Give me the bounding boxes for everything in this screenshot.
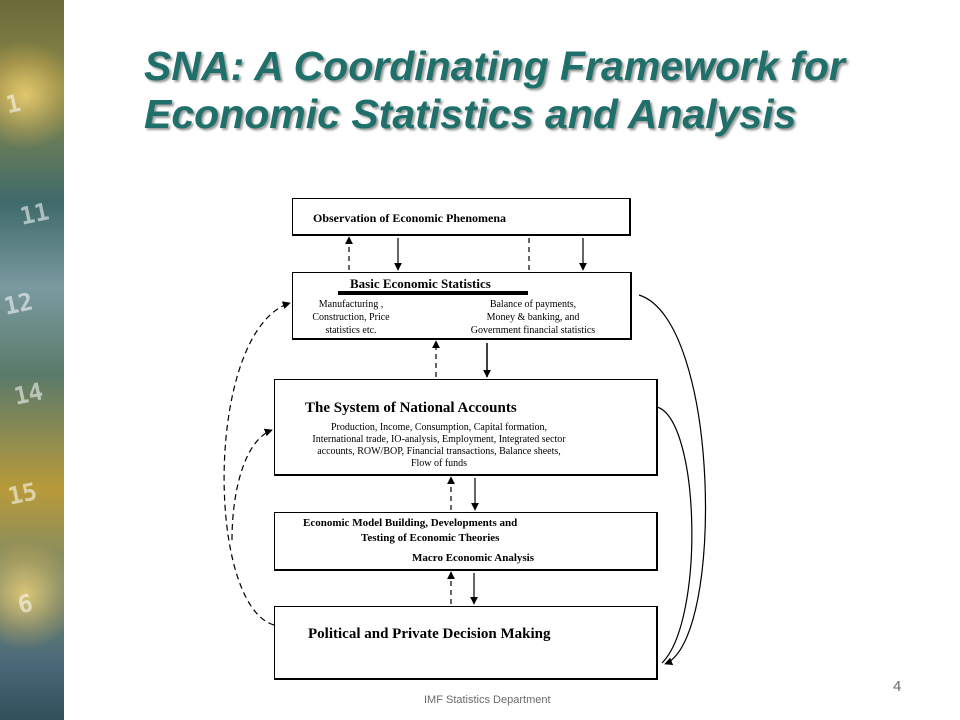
observation-box: Observation of Economic Phenomena [292, 198, 631, 236]
decorative-sidebar: 1 11 12 14 15 6 [0, 0, 64, 720]
sidebar-digit: 14 [11, 377, 46, 411]
footer-text: IMF Statistics Department [424, 694, 551, 706]
basic-statistics-heading: Basic Economic Statistics [350, 276, 491, 291]
left-dashed-curve [231, 428, 273, 541]
sna-description: Production, Income, Consumption, Capital… [279, 422, 599, 470]
sidebar-digit: 12 [1, 287, 36, 321]
basic-statistics-left-line: statistics etc. [325, 325, 377, 336]
basic-statistics-left-line: Manufacturing , [318, 299, 384, 310]
sidebar-digit: 15 [5, 477, 40, 511]
sna-box: The System of National Accounts Producti… [274, 379, 658, 476]
model-building-line-2: Testing of Economic Theories [361, 532, 500, 544]
slide-title-line-1: SNA: A Coordinating Framework for [144, 43, 845, 89]
basic-statistics-right-line: Government financial statistics [470, 325, 596, 336]
decision-making-label: Political and Private Decision Making [308, 626, 551, 642]
sidebar-glow [0, 40, 64, 150]
model-building-box: Economic Model Building, Developments an… [274, 512, 658, 571]
model-building-line-1: Economic Model Building, Developments an… [303, 517, 518, 529]
sna-description-line: Flow of funds [410, 458, 468, 469]
right-solid-curve [656, 406, 693, 664]
sidebar-digit: 11 [17, 197, 52, 231]
sna-description-line: accounts, ROW/BOP, Financial transaction… [317, 446, 561, 457]
slide-title: SNA: A Coordinating Framework for Econom… [144, 42, 934, 138]
slide-title-line-2: Economic Statistics and Analysis [144, 91, 797, 137]
decision-making-box: Political and Private Decision Making [274, 606, 658, 680]
sna-description-line: Production, Income, Consumption, Capital… [330, 422, 548, 433]
basic-statistics-right-list: Balance of payments, Money & banking, an… [443, 298, 623, 337]
basic-statistics-right-line: Balance of payments, [489, 299, 577, 310]
basic-statistics-right-line: Money & banking, and [486, 312, 580, 323]
basic-statistics-box: Basic Economic Statistics Manufacturing … [292, 272, 632, 340]
page-number: 4 [893, 678, 902, 695]
sidebar-glow [0, 540, 64, 650]
observation-label: Observation of Economic Phenomena [313, 211, 506, 225]
sna-heading: The System of National Accounts [305, 400, 517, 416]
basic-statistics-left-list: Manufacturing , Construction, Price stat… [297, 298, 405, 337]
sna-description-line: International trade, IO-analysis, Employ… [312, 434, 566, 445]
basic-statistics-left-line: Construction, Price [312, 312, 390, 323]
macro-analysis-label: Macro Economic Analysis [412, 552, 535, 564]
